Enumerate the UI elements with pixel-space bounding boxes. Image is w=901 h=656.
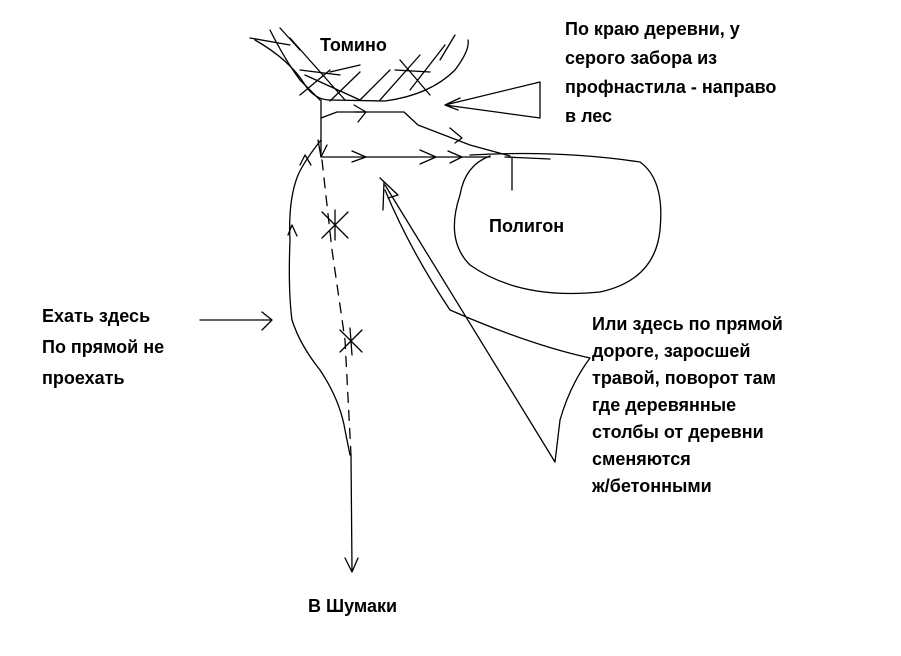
blocked-direct-road (321, 159, 352, 456)
obstacle-star-icon (321, 209, 349, 241)
note-line: ж/бетонными (592, 476, 712, 496)
polygon-entrance (504, 156, 551, 191)
right-note-pointer (384, 184, 591, 463)
note-line: По прямой не (42, 337, 165, 357)
village-label: Томино (320, 35, 387, 55)
road-to-shumaki (344, 454, 359, 573)
note-right: Или здесь по прямой дороге, заросшей тра… (592, 311, 783, 500)
destination-label: В Шумаки (308, 596, 398, 616)
top-note-pointer (444, 81, 541, 119)
note-line: Ехать здесь (42, 306, 151, 326)
note-line: сменяются (592, 449, 691, 469)
left-note-arrow (199, 311, 273, 331)
note-left: Ехать здесь По прямой не проехать (42, 301, 164, 394)
note-line: профнастила - направо (565, 77, 777, 97)
note-line: По краю деревни, у (565, 19, 740, 39)
note-line: в лес (565, 106, 613, 126)
detour-route (288, 139, 351, 456)
note-line: дороге, заросшей (592, 341, 751, 361)
polygon-label: Полигон (489, 216, 565, 236)
obstacle-star-icon (339, 327, 363, 356)
note-line: где деревянные (592, 395, 737, 415)
note-line: Или здесь по прямой (592, 314, 783, 334)
village-hatch (249, 27, 469, 102)
note-line: серого забора из (565, 48, 718, 68)
note-line: проехать (42, 368, 125, 388)
note-line: столбы от деревни (592, 422, 764, 442)
polygon-area (453, 152, 662, 295)
note-line: травой, поворот там (592, 368, 776, 388)
note-top: По краю деревни, у серого забора из проф… (565, 15, 776, 131)
road-network (317, 99, 511, 165)
